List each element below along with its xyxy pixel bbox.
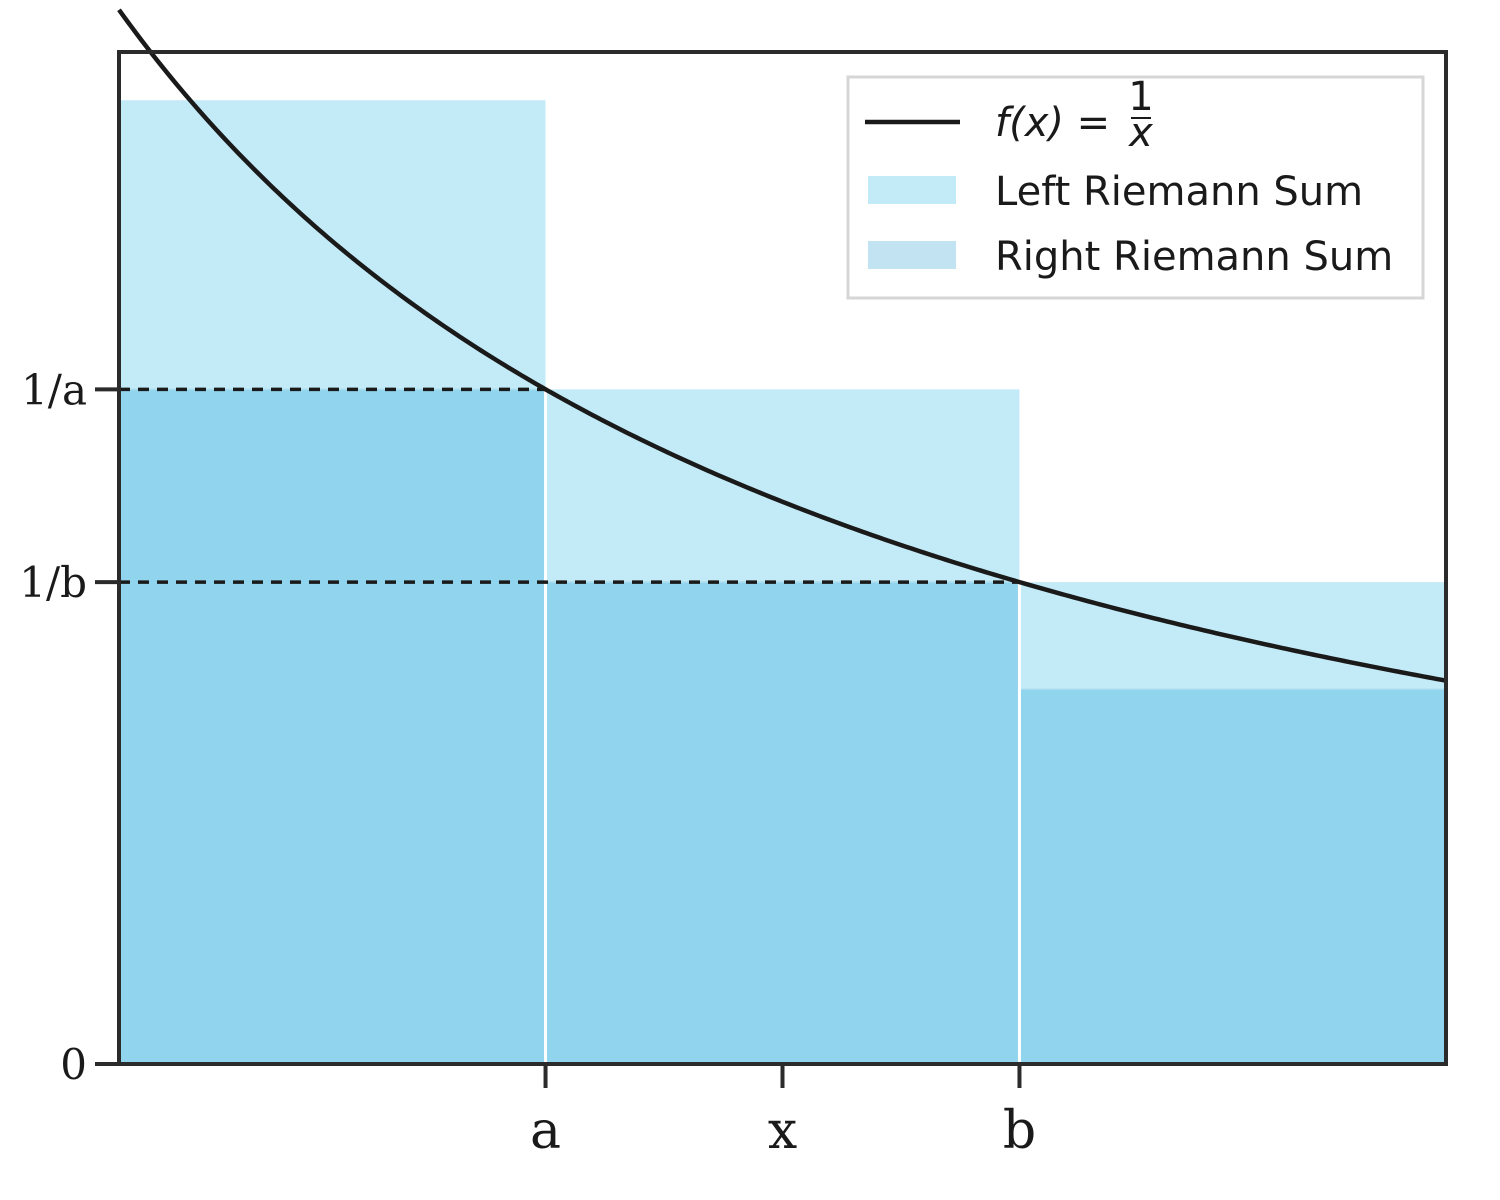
- right-riemann-bars: [119, 389, 1446, 1064]
- reference-lines: [119, 387, 1020, 584]
- right-sum-bar-2: [545, 582, 1020, 1064]
- legend-function-label: f(x) =: [995, 100, 1110, 146]
- x-tick-label-x: x: [768, 1101, 797, 1161]
- legend-fraction-denominator: x: [1127, 110, 1153, 156]
- legend-right-swatch: [868, 241, 956, 269]
- legend-left-label: Left Riemann Sum: [995, 169, 1363, 215]
- x-tick-label-a: a: [530, 1101, 561, 1161]
- right-sum-bar-3: [1019, 689, 1446, 1064]
- right-sum-bar-1: [119, 389, 546, 1064]
- y-tick-label-3: 1/b: [19, 558, 87, 607]
- function-curve: [117, 8, 1447, 683]
- legend-left-swatch: [868, 176, 956, 204]
- legend-fraction-numerator: 1: [1128, 74, 1153, 120]
- x-tick-label-b: b: [1003, 1101, 1036, 1161]
- y-tick-label-2: 1/a: [21, 365, 87, 414]
- y-axis-ticks: 0 1/a 1/b: [19, 365, 119, 1089]
- legend: f(x) = 1 x Left Riemann Sum Right Rieman…: [846, 74, 1425, 300]
- y-tick-label-1: 0: [60, 1040, 87, 1089]
- legend-right-label: Right Riemann Sum: [995, 234, 1393, 280]
